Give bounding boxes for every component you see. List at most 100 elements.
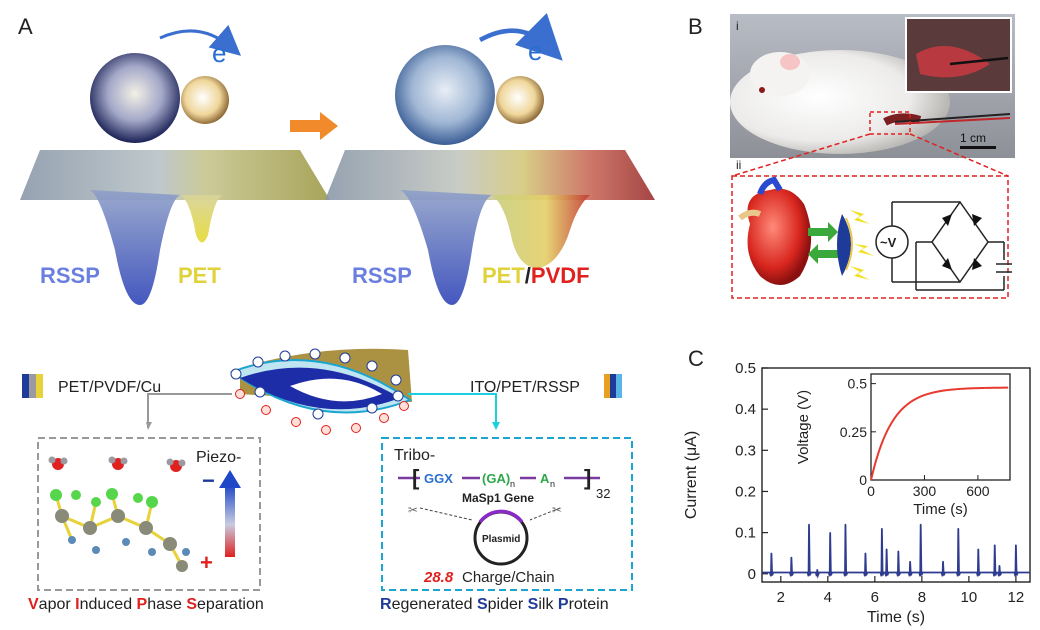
current-peak — [864, 552, 867, 554]
svg-text:A: A — [540, 471, 550, 486]
electron-sup-right: - — [545, 33, 550, 50]
current-peak — [885, 548, 888, 550]
heart-icon — [738, 176, 812, 285]
voltage-series — [870, 386, 1009, 481]
x-tick-label: 4 — [824, 589, 832, 606]
y-tick-label: 0.2 — [735, 483, 756, 500]
panel-letter-b: B — [688, 14, 703, 39]
x-tick-label: 12 — [1008, 589, 1025, 606]
left-energy-sheet — [20, 150, 330, 305]
stack-icon-right — [604, 374, 622, 398]
current-peak — [808, 523, 810, 525]
implant-illustration: i ii 1 cm ~V — [730, 14, 1015, 299]
plasmid-diagram: ✂ ✂ Plasmid — [408, 503, 562, 566]
svg-text:Plasmid: Plasmid — [482, 534, 520, 545]
green-arrow-left — [808, 244, 838, 264]
electron-sup-left: - — [228, 35, 233, 52]
svg-text:PET/PVDF: PET/PVDF — [482, 263, 590, 288]
lightning-icon — [850, 210, 874, 280]
current-peak — [1015, 544, 1017, 546]
inset-ylabel: Voltage (V) — [795, 390, 812, 464]
main-ylabel: Current (μA) — [683, 431, 700, 519]
y-tick-label: 0.3 — [735, 442, 756, 459]
tribo-label: Tribo- — [394, 447, 435, 464]
stack-icon-left — [22, 374, 43, 398]
current-peak — [957, 527, 959, 530]
svg-text:]: ] — [584, 465, 591, 490]
y-tick-label: 0.4 — [735, 401, 756, 418]
svg-text:Charge/Chain: Charge/Chain — [462, 569, 555, 586]
electron-label-left: e — [212, 38, 226, 68]
current-peak — [909, 560, 911, 563]
connector-right — [408, 393, 497, 428]
main-xlabel: Time (s) — [867, 609, 925, 626]
label-pet-left: PET — [178, 263, 221, 288]
svg-text:n: n — [550, 479, 555, 489]
stack-label-left: PET/PVDF/Cu — [58, 379, 161, 396]
rat-photo — [730, 14, 1015, 158]
diodes — [942, 214, 982, 270]
caption-vips: Vapor Induced Phase Separation — [28, 596, 264, 613]
current-peak — [920, 523, 922, 525]
current-series — [762, 523, 1030, 579]
svg-text:(GA): (GA) — [482, 471, 510, 486]
x-tick-label: 2 — [777, 589, 785, 606]
sub-label-ii: ii — [736, 158, 741, 172]
svg-text:32: 32 — [596, 486, 610, 501]
panel-letter-c: C — [688, 346, 704, 371]
current-trace — [762, 524, 1030, 579]
inset-y-tick-label: 0 — [859, 472, 867, 488]
electron-transfer-arrow-left — [159, 24, 242, 56]
main-plot-frame — [761, 367, 1031, 583]
svg-text:[: [ — [412, 465, 420, 490]
inset-plot-frame — [870, 373, 1011, 481]
svg-text:n: n — [510, 479, 515, 489]
current-peak — [998, 564, 1001, 567]
current-peak — [942, 560, 944, 563]
x-tick-label: 8 — [918, 589, 926, 606]
electron-label-right: e — [528, 36, 542, 66]
right-energy-sheet — [325, 150, 655, 305]
caption-rssp: Regenerated Spider Silk Protein — [380, 596, 609, 613]
device-lens — [837, 214, 851, 276]
positive-charges — [235, 389, 409, 435]
plus-sign: + — [200, 550, 213, 575]
inset-xlabel: Time (s) — [913, 501, 967, 518]
charge-per-chain: 28.8 Charge/Chain — [423, 569, 555, 586]
transition-arrow — [290, 112, 338, 140]
sub-label-i: i — [736, 19, 739, 33]
negative-charges — [230, 348, 404, 420]
pvdf-molecule — [50, 488, 190, 572]
gene-construct: [ ] GGX (GA) n A n 32 — [398, 465, 610, 501]
current-peak — [790, 556, 792, 558]
ac-source-label: ~V — [880, 235, 897, 250]
voltage-trace — [870, 386, 1009, 481]
green-arrow-right — [808, 222, 838, 242]
current-peak — [829, 532, 831, 534]
x-tick-label: 10 — [961, 589, 978, 606]
stack-label-right: ITO/PET/RSSP — [470, 379, 580, 396]
current-peak — [977, 548, 979, 550]
label-rssp-right: RSSP — [352, 263, 412, 288]
svg-text:28.8: 28.8 — [423, 569, 454, 586]
x-tick-label: 6 — [871, 589, 879, 606]
current-peak — [816, 569, 818, 571]
scale-bar-label: 1 cm — [960, 131, 986, 145]
energy-well-illustration: e - RSSP PET e - RSSP PET/PVDF — [20, 12, 655, 305]
water-molecules — [48, 456, 186, 472]
right-electron-clouds — [395, 12, 563, 145]
piezo-label: Piezo- — [196, 449, 241, 466]
y-tick-label: 0 — [748, 566, 756, 583]
inset-x-tick-label: 600 — [966, 483, 990, 499]
minus-sign: − — [202, 468, 215, 493]
device-illustration: PET/PVDF/Cu ITO/PET/RSSP Piezo- − + — [22, 348, 633, 591]
inset-x-tick-label: 300 — [913, 483, 937, 499]
current-peak — [897, 550, 899, 552]
panel-letter-a: A — [18, 14, 33, 39]
svg-text:✂: ✂ — [552, 503, 562, 517]
current-peak — [844, 523, 847, 525]
svg-text:GGX: GGX — [424, 471, 453, 486]
gene-name: MaSp1 Gene — [462, 491, 534, 505]
current-peak — [881, 527, 883, 530]
